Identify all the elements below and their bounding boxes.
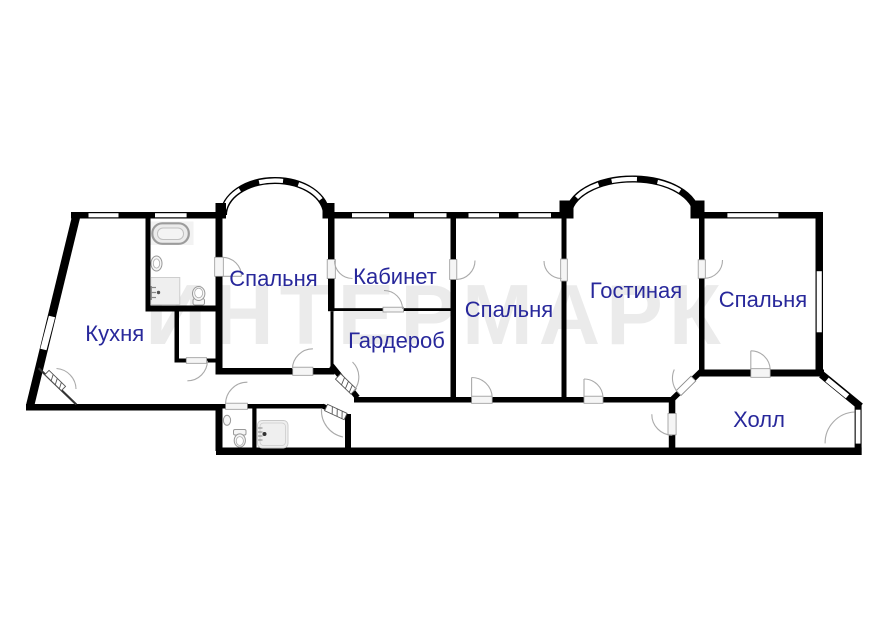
svg-text:Спальня: Спальня <box>465 297 553 322</box>
svg-text:Гардероб: Гардероб <box>348 328 445 353</box>
svg-text:ИНТЕРМАРК: ИНТЕРМАРК <box>145 268 726 363</box>
svg-text:Холл: Холл <box>733 407 785 432</box>
svg-text:Гостиная: Гостиная <box>590 278 682 303</box>
svg-text:Кабинет: Кабинет <box>353 264 437 289</box>
svg-text:Спальня: Спальня <box>719 287 807 312</box>
svg-text:Спальня: Спальня <box>229 266 317 291</box>
svg-text:Кухня: Кухня <box>85 321 144 346</box>
